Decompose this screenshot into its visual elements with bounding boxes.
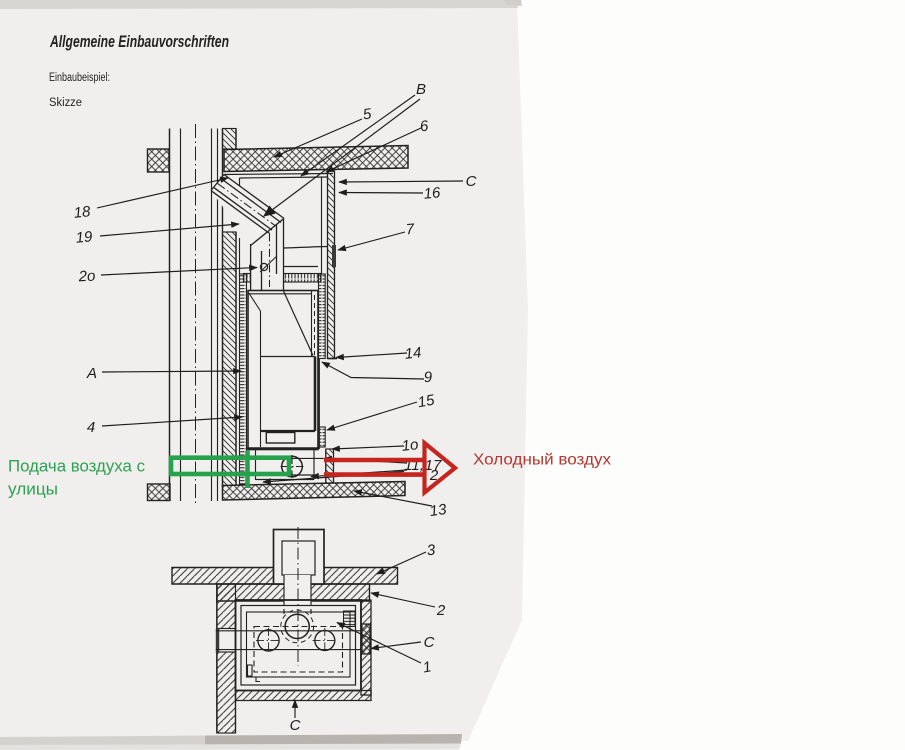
svg-text:4: 4	[87, 419, 95, 436]
svg-text:C: C	[466, 173, 477, 190]
svg-text:C: C	[290, 717, 301, 734]
svg-text:1o: 1o	[401, 436, 419, 455]
svg-text:18: 18	[73, 203, 92, 222]
svg-text:Холодный воздух: Холодный воздух	[473, 452, 611, 469]
svg-text:C: C	[424, 634, 435, 651]
svg-text:Подача воздуха с: Подача воздуха с	[8, 457, 145, 476]
svg-text:3: 3	[426, 542, 437, 560]
svg-text:6: 6	[419, 117, 430, 135]
svg-text:15: 15	[416, 392, 436, 412]
svg-text:14: 14	[404, 344, 422, 363]
svg-text:9: 9	[423, 369, 433, 387]
svg-text:16: 16	[423, 184, 442, 202]
svg-text:Skizze: Skizze	[49, 97, 82, 109]
svg-text:2: 2	[429, 467, 439, 484]
svg-text:A: A	[86, 365, 97, 382]
svg-text:17: 17	[425, 457, 442, 474]
svg-text:Allgemeine Einbauvorschriften: Allgemeine Einbauvorschriften	[49, 33, 229, 51]
svg-text:5: 5	[362, 105, 373, 123]
svg-text:Einbaubeispiel:: Einbaubeispiel:	[49, 72, 110, 84]
svg-text:2o: 2o	[77, 268, 96, 286]
svg-text:B: B	[416, 81, 426, 98]
svg-text:7: 7	[405, 221, 415, 239]
svg-text:13: 13	[429, 501, 449, 520]
svg-text:19: 19	[75, 228, 94, 246]
svg-text:улицы: улицы	[8, 480, 58, 499]
svg-text:1: 1	[422, 658, 433, 676]
svg-text:2: 2	[436, 602, 446, 619]
